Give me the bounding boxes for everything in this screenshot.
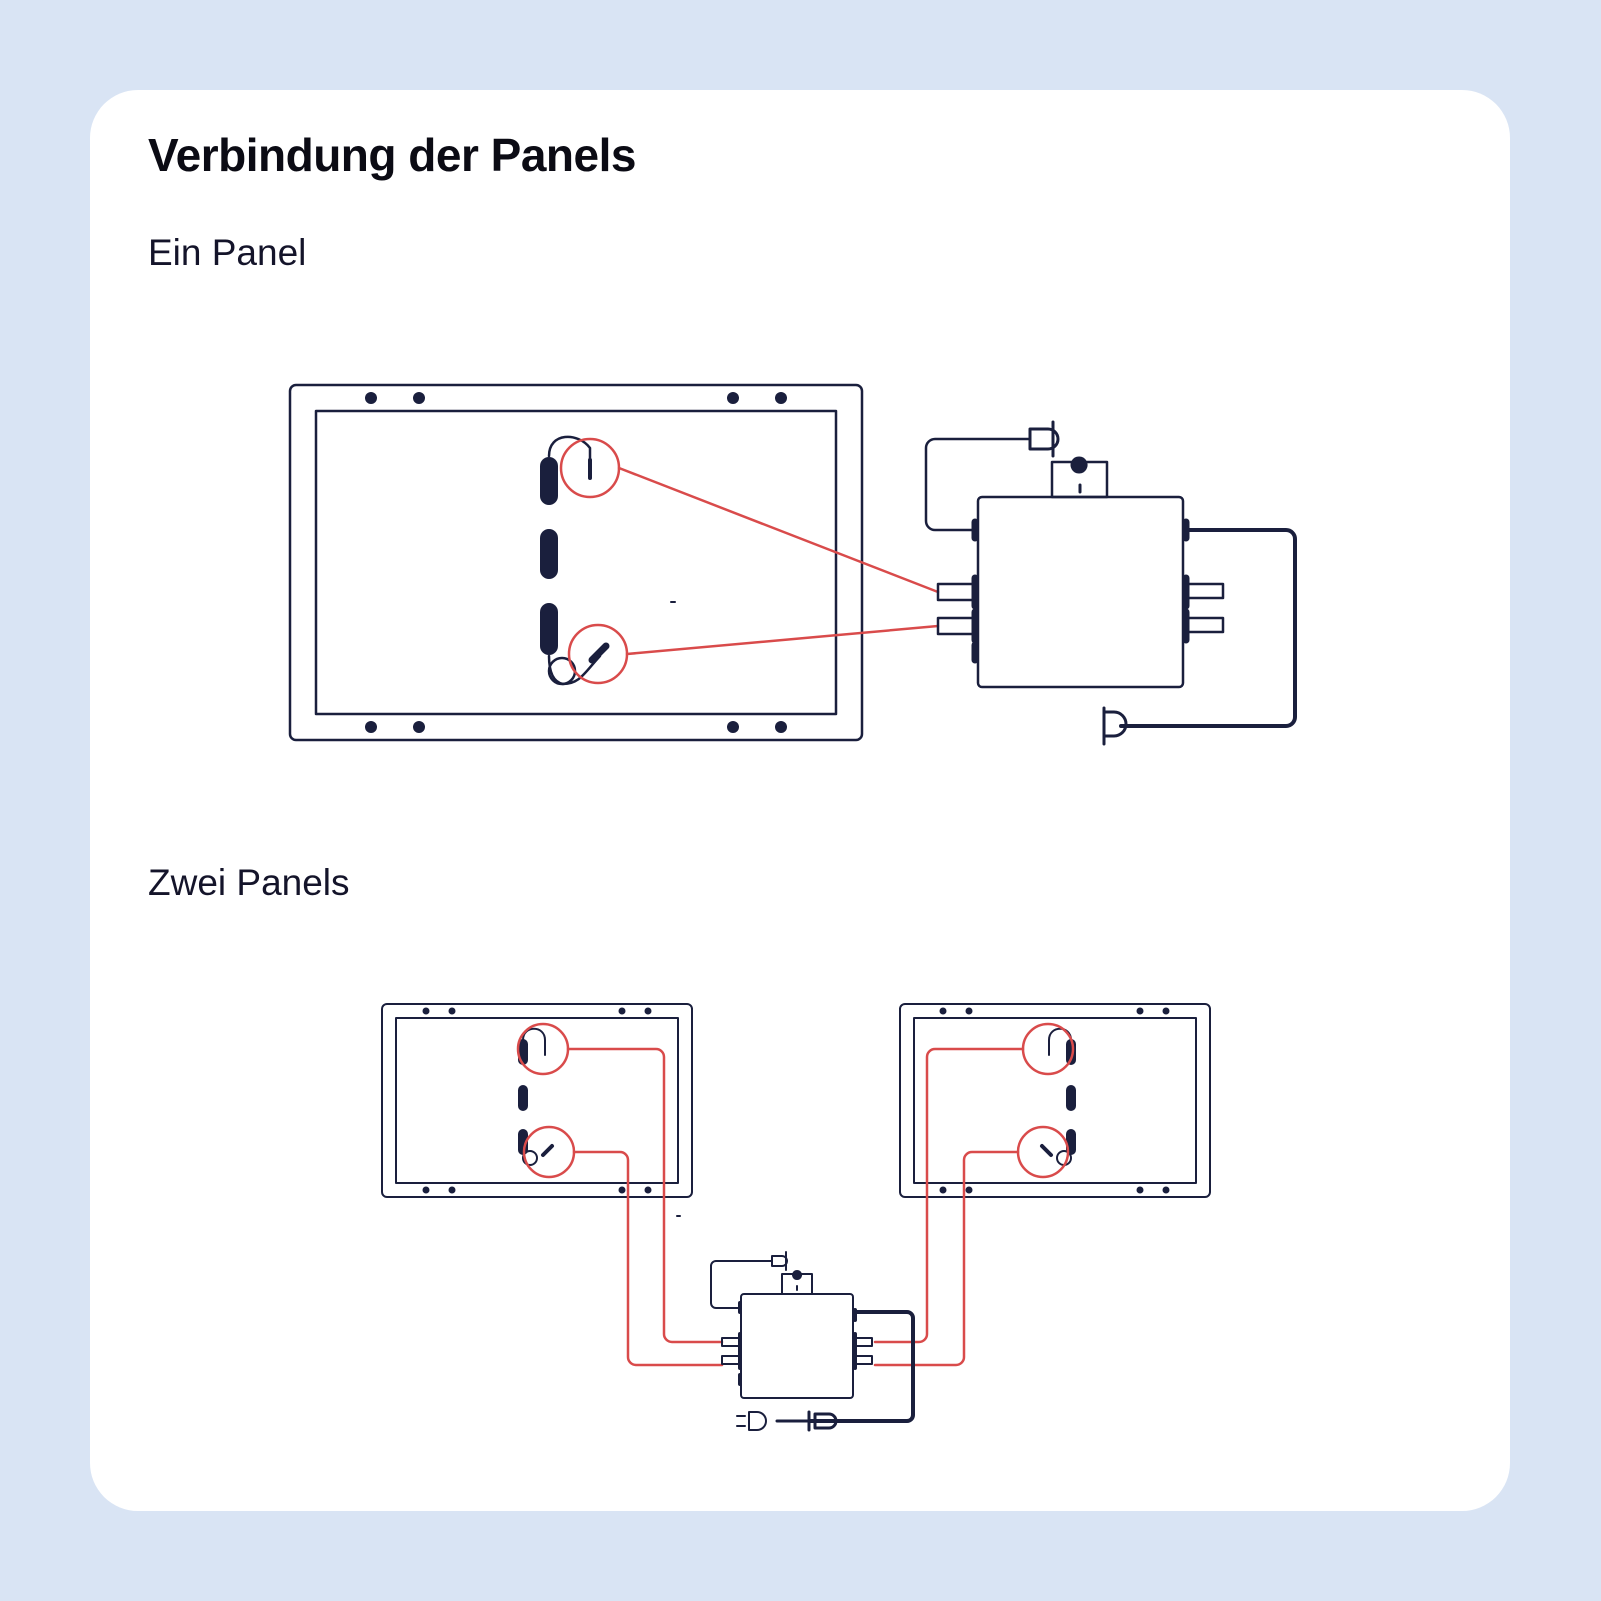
microinverter-icon bbox=[710, 1251, 915, 1432]
one-panel-diagram bbox=[288, 383, 1297, 746]
plug-icon bbox=[736, 1411, 767, 1431]
microinverter-icon bbox=[924, 420, 1297, 746]
solar-panel-icon bbox=[381, 1003, 693, 1217]
two-panels-diagram bbox=[381, 1003, 1211, 1432]
plug-icon bbox=[771, 1251, 788, 1271]
mount-keyhole-icon bbox=[792, 1270, 803, 1291]
section-heading-one-panel: Ein Panel bbox=[148, 232, 307, 273]
connector-highlight bbox=[516, 1022, 1075, 1367]
connector-highlight bbox=[559, 437, 940, 685]
solar-panel-icon bbox=[288, 383, 864, 742]
solar-panel-icon bbox=[899, 1003, 1211, 1198]
plug-icon bbox=[1028, 420, 1060, 458]
mount-keyhole-icon bbox=[1070, 456, 1088, 494]
content-card: Verbindung der Panels Ein Panel Zwei Pan… bbox=[90, 90, 1510, 1511]
section-heading-two-panels: Zwei Panels bbox=[148, 862, 350, 903]
page-title: Verbindung der Panels bbox=[148, 129, 636, 181]
